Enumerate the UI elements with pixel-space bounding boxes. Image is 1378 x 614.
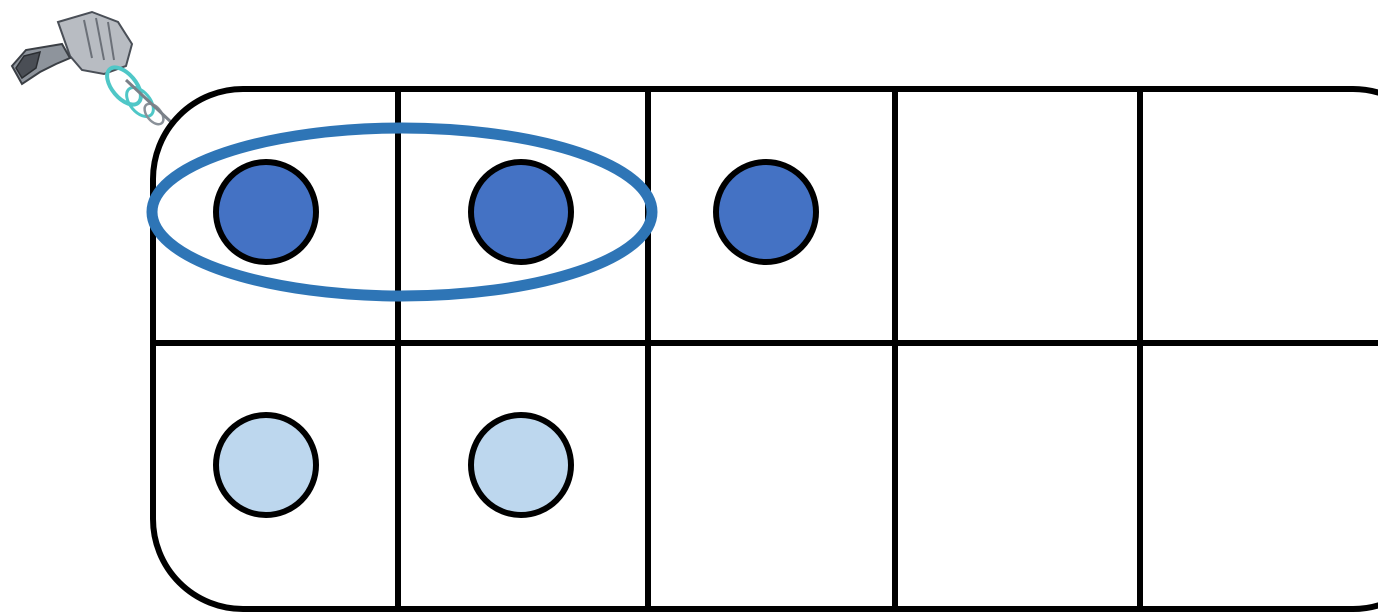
- ray-gun-icon: [10, 10, 194, 145]
- counters-group: [213, 159, 819, 518]
- counter-top-2: [468, 159, 574, 265]
- group-ellipse: [146, 122, 658, 302]
- counter-bottom-1: [213, 412, 319, 518]
- ten-frame-border: [150, 86, 1378, 612]
- counter-bottom-2: [468, 412, 574, 518]
- counter-top-1: [213, 159, 319, 265]
- ten-frame-grid: [153, 89, 1378, 609]
- counter-top-3: [713, 159, 819, 265]
